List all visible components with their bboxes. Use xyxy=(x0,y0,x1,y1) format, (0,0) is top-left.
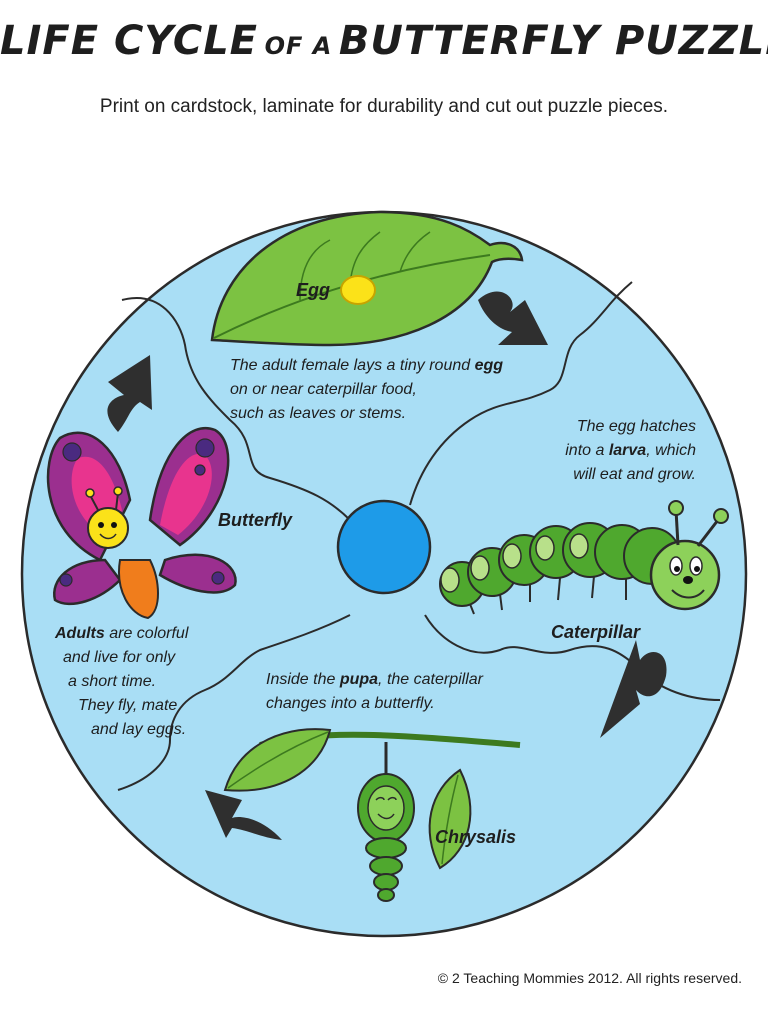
cycle-arrows xyxy=(107,291,667,840)
chrysalis-line-2: changes into a butterfly. xyxy=(266,695,435,712)
arrow-caterpillar-to-chrysalis-icon xyxy=(600,640,667,738)
chrysalis-description: Inside the pupa, the caterpillar changes… xyxy=(266,668,483,716)
caterpillar-line-2-post: , which xyxy=(646,442,696,459)
egg-line-1-bold: egg xyxy=(474,357,504,374)
egg-icon xyxy=(340,275,376,305)
title-part-1: LIFE CYCLE xyxy=(0,18,259,64)
butterfly-icon xyxy=(46,427,237,620)
stage-label-egg: Egg xyxy=(296,280,330,300)
chrysalis-line-1-pre: Inside the xyxy=(266,671,340,688)
butterfly-line-2: and live for only xyxy=(63,649,176,666)
arrow-chrysalis-to-butterfly-icon xyxy=(205,790,282,840)
stage-label-caterpillar: Caterpillar xyxy=(551,622,641,642)
egg-line-3: such as leaves or stems. xyxy=(230,405,407,422)
page-title: LIFE CYCLE OF A BUTTERFLY PUZZLE xyxy=(0,18,768,64)
stage-label-chrysalis: Chrysalis xyxy=(435,827,517,847)
butterfly-line-3: a short time. xyxy=(68,673,157,690)
stage-label-butterfly: Butterfly xyxy=(218,510,293,530)
chrysalis-branch-icon xyxy=(223,728,521,870)
caterpillar-line-2-bold: larva xyxy=(608,442,647,459)
butterfly-line-1-bold: Adults xyxy=(55,625,105,642)
caterpillar-icon xyxy=(439,500,729,615)
caterpillar-line-2-pre: into a xyxy=(565,442,609,459)
puzzle-cut-lines xyxy=(117,281,721,791)
butterfly-line-4: They fly, mate xyxy=(78,697,178,714)
egg-line-1-pre: The adult female lays a tiny round xyxy=(230,357,475,374)
title-part-3: BUTTERFLY PUZZLE xyxy=(338,18,768,64)
egg-line-2: on or near caterpillar food, xyxy=(230,381,417,398)
chrysalis-line-1-post: , the caterpillar xyxy=(378,671,483,688)
chrysalis-line-1-bold: pupa xyxy=(339,671,379,688)
arrow-egg-to-caterpillar-icon xyxy=(478,291,548,345)
egg-description: The adult female lays a tiny round egg o… xyxy=(230,354,503,426)
butterfly-line-5: and lay eggs. xyxy=(91,721,187,738)
chrysalis-icon xyxy=(357,742,415,902)
center-circle xyxy=(336,499,432,595)
instructions-subtitle: Print on cardstock, laminate for durabil… xyxy=(99,96,669,117)
caterpillar-line-3: will eat and grow. xyxy=(573,466,696,483)
arrow-butterfly-to-egg-icon xyxy=(107,355,152,432)
caterpillar-line-1: The egg hatches xyxy=(576,418,696,435)
butterfly-description: Adults are colorful and live for only a … xyxy=(55,622,188,742)
butterfly-line-1-post: are colorful xyxy=(104,625,189,642)
title-part-2: OF A xyxy=(264,32,333,60)
copyright-footer: © 2 Teaching Mommies 2012. All rights re… xyxy=(437,970,742,986)
caterpillar-description: The egg hatches into a larva, which will… xyxy=(565,415,696,487)
